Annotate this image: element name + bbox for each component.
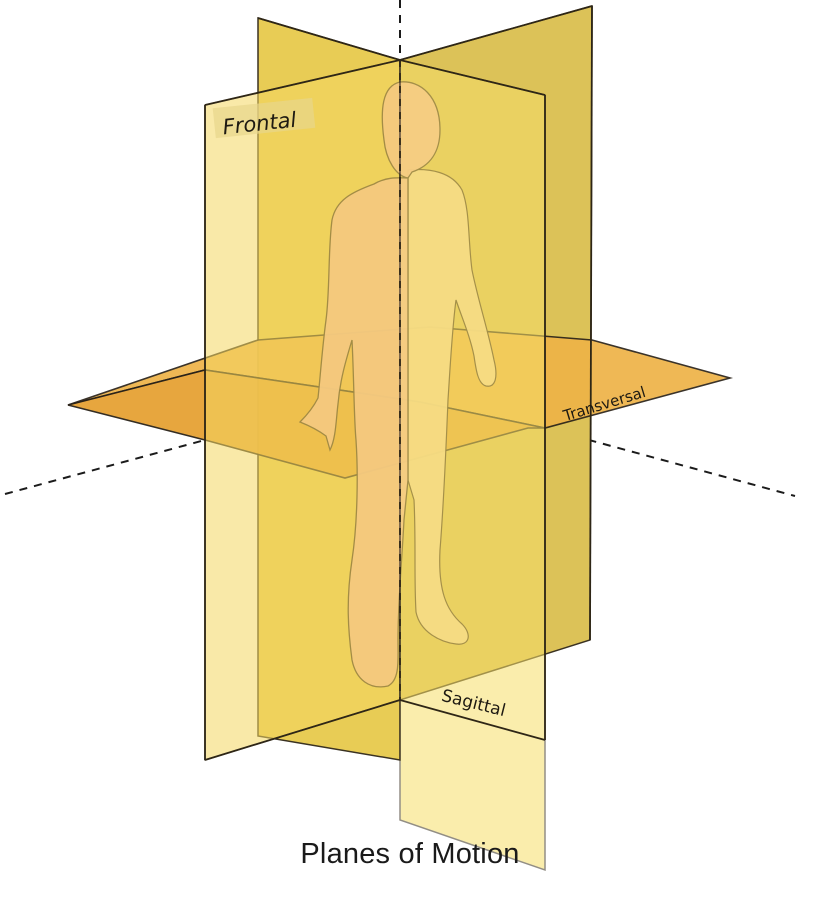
sagittal-plane-front (204, 59, 401, 762)
diagram-caption: Planes of Motion (300, 838, 520, 870)
left-axis (4, 439, 206, 495)
frontal-plane-front (399, 59, 546, 872)
right-axis (544, 427, 796, 497)
axes (4, 0, 796, 497)
frontal-label-group: Frontal (212, 97, 316, 139)
plane-edges (204, 5, 593, 761)
